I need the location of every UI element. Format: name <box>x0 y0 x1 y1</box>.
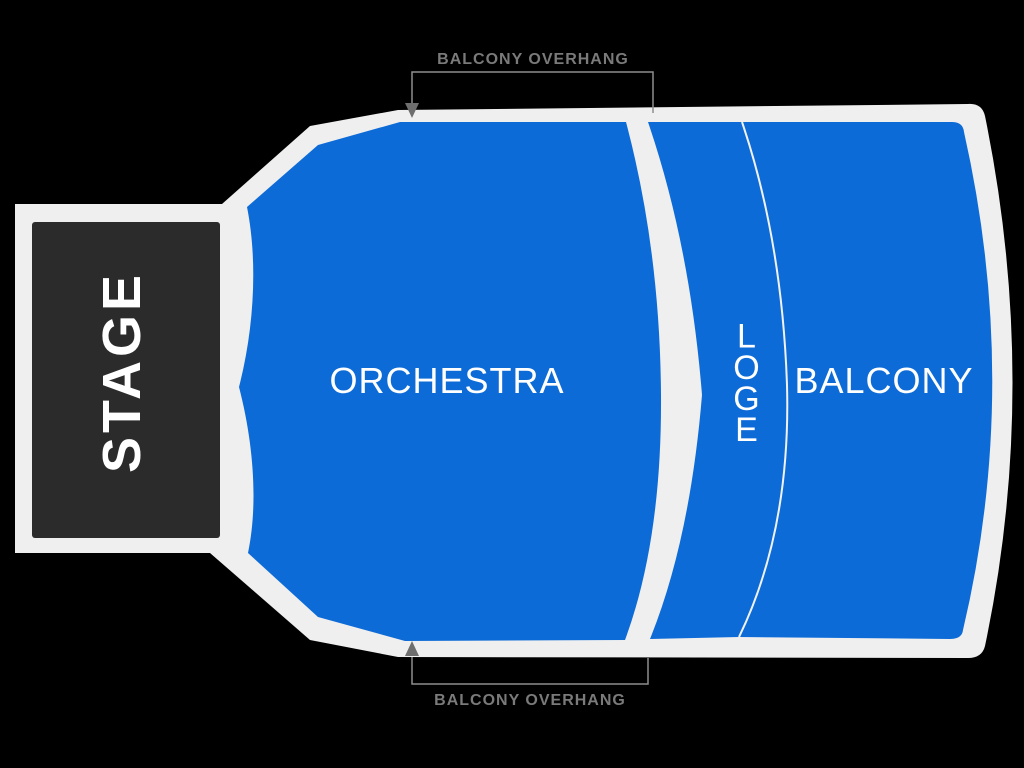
stage-label: STAGE <box>92 270 152 474</box>
loge-balcony-separator-line <box>738 121 789 638</box>
arrow-down-icon <box>405 103 419 118</box>
stage-shape <box>32 222 220 538</box>
section-loge-label: LOGE <box>727 317 766 443</box>
section-orchestra-label: ORCHESTRA <box>329 360 565 401</box>
overhang-top-bracket-line <box>411 71 654 113</box>
overhang-bottom-bracket-line <box>411 657 649 685</box>
balcony-overhang-bottom-label: BALCONY OVERHANG <box>434 692 626 709</box>
arrow-up-icon <box>405 641 419 656</box>
balcony-overhang-top-label: BALCONY OVERHANG <box>437 51 629 68</box>
section-balcony-shape[interactable] <box>739 122 993 639</box>
section-orchestra-shape[interactable] <box>239 122 662 641</box>
section-balcony-label: BALCONY <box>794 360 974 401</box>
section-loge-shape[interactable] <box>648 122 788 639</box>
